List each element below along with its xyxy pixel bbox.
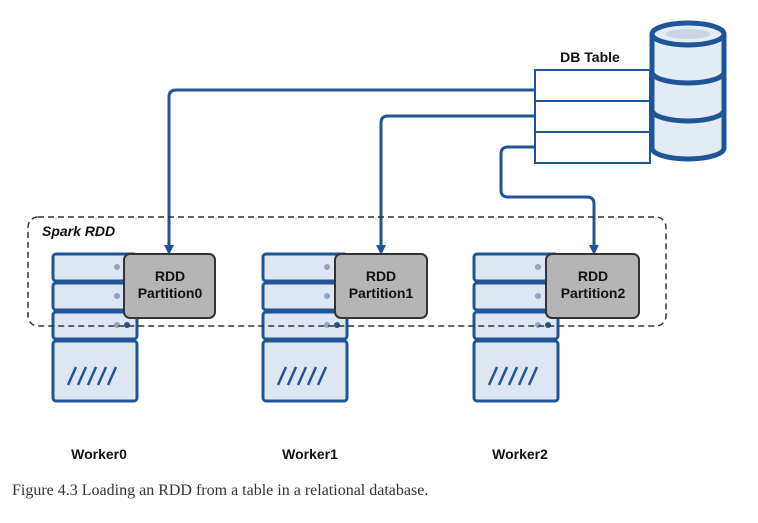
rdd-partition-2: RDD Partition2 (545, 253, 640, 319)
data-flow-arrows (164, 88, 599, 255)
partition-label-line2: Partition1 (349, 285, 414, 301)
figure-caption: Figure 4.3 Loading an RDD from a table i… (12, 482, 429, 499)
spark-rdd-label-bg (38, 222, 122, 240)
db-table-row (534, 100, 651, 133)
db-table-label: DB Table (560, 49, 620, 65)
worker-label: Worker2 (492, 446, 548, 462)
partition-label-line2: Partition0 (138, 285, 203, 301)
rdd-partition-1: RDD Partition1 (334, 253, 428, 319)
db-table-row (534, 131, 651, 164)
db-table: DB Table (534, 49, 651, 164)
arrow-to-partition2 (499, 145, 599, 255)
worker-label: Worker1 (282, 446, 338, 462)
rdd-partition-0: RDD Partition0 (123, 253, 216, 319)
server-icon-worker0 (51, 252, 139, 403)
partition-label-line2: Partition2 (561, 285, 626, 301)
arrow-to-partition1 (376, 114, 535, 255)
spark-rdd-label: Spark RDD (42, 223, 115, 239)
server-icon-worker2 (472, 252, 560, 403)
partition-label-line1: RDD (366, 268, 396, 284)
partition-label-line1: RDD (578, 268, 608, 284)
partition-label-line1: RDD (155, 268, 185, 284)
arrow-to-partition0 (164, 88, 535, 255)
server-icon-worker1 (261, 252, 349, 403)
database-icon (649, 20, 727, 162)
db-table-row (534, 69, 651, 102)
worker-label: Worker0 (71, 446, 127, 462)
